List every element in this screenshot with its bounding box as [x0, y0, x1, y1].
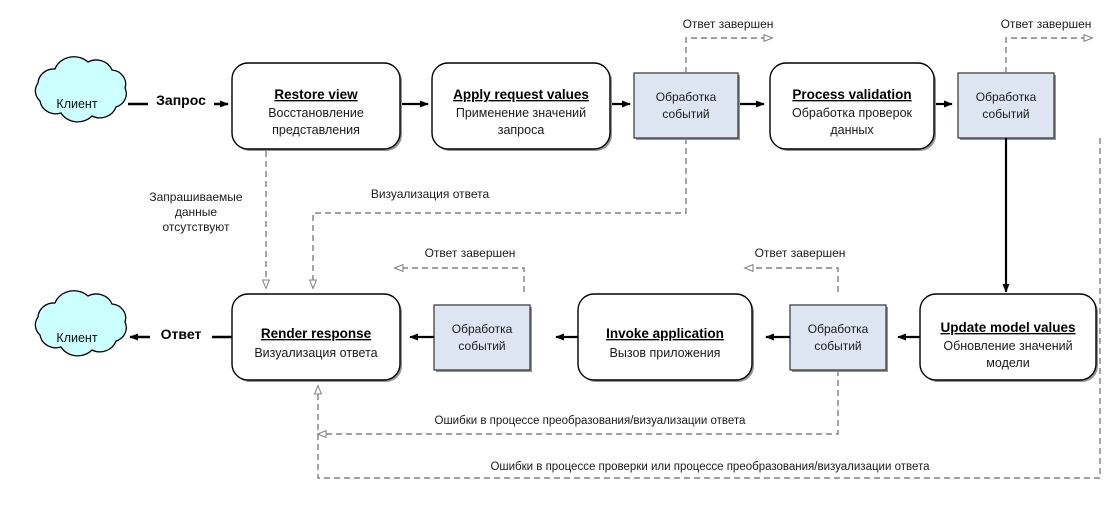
- phase-invoke-application[interactable]: Invoke application Вызов приложения: [577, 293, 754, 382]
- event-box-3-line1: Обработка: [452, 322, 513, 336]
- event-box-1-line2: событий: [662, 107, 709, 121]
- mask-render-errors-label: [366, 411, 814, 427]
- annotation-render-response: Визуализация ответа: [371, 187, 490, 201]
- mask-validation-errors-label: [470, 457, 952, 473]
- phase-process-validation-title: Process validation: [792, 87, 911, 102]
- annotation-response-complete-2: Ответ завершен: [1001, 17, 1092, 31]
- phase-restore-view-title: Restore view: [274, 87, 358, 102]
- phase-invoke-application-title: Invoke application: [606, 326, 724, 341]
- branch-response-complete-3: Ответ завершен: [395, 246, 525, 292]
- phase-invoke-application-ru: Вызов приложения: [610, 346, 721, 360]
- event-box-2-line2: событий: [982, 107, 1029, 121]
- flow-label-response: Ответ: [161, 326, 202, 342]
- label-bg-request: [148, 92, 214, 110]
- phase-restore-view-ru-2: представления: [272, 123, 360, 137]
- label-bg-response: [150, 326, 212, 344]
- event-box-1-line1: Обработка: [656, 90, 717, 104]
- annotation-response-complete-4: Ответ завершен: [755, 246, 846, 260]
- annotation-response-complete-1: Ответ завершен: [683, 17, 774, 31]
- phase-update-model-values-ru-2: модели: [986, 356, 1029, 370]
- annotation-no-data-3: отсутствуют: [163, 220, 230, 234]
- event-box-2[interactable]: Обработка событий: [957, 72, 1056, 140]
- annotation-render-errors-top: Ошибки в процессе преобразования/визуали…: [435, 415, 747, 427]
- cloud-client-response-label: Клиент: [56, 331, 97, 345]
- branch-response-complete-4: Ответ завершен: [745, 246, 845, 292]
- phase-apply-request-values-ru-1: Применение значений: [456, 106, 586, 120]
- phase-process-validation-ru-1: Обработка проверок: [792, 106, 913, 120]
- branch-response-complete-2: Ответ завершен: [1001, 17, 1092, 73]
- phase-process-validation[interactable]: Process validation Обработка проверок да…: [769, 62, 936, 151]
- flow-label-request: Запрос: [156, 92, 206, 108]
- event-box-4-line2: событий: [814, 339, 861, 353]
- cloud-client-request-label: Клиент: [56, 97, 97, 111]
- annotation-no-data-2: данные: [175, 205, 218, 219]
- cloud-client-response: Клиент: [34, 290, 127, 357]
- branch-no-data: Запрашиваемые данные отсутствуют: [149, 151, 266, 288]
- cloud-client-request: Клиент: [34, 56, 127, 123]
- phase-update-model-values[interactable]: Update model values Обновление значений …: [919, 293, 1098, 382]
- phase-update-model-values-ru-1: Обновление значений: [943, 339, 1072, 353]
- phase-render-response-title: Render response: [261, 326, 372, 341]
- annotation-response-complete-3: Ответ завершен: [425, 246, 516, 260]
- annotation-validation-render-errors-top: Ошибки в процессе проверки или процессе …: [490, 461, 930, 473]
- event-box-4-line1: Обработка: [808, 322, 869, 336]
- event-box-4[interactable]: Обработка событий: [789, 304, 888, 372]
- phase-update-model-values-title: Update model values: [940, 320, 1075, 335]
- phase-render-response[interactable]: Render response Визуализация ответа: [231, 293, 402, 382]
- event-box-1[interactable]: Обработка событий: [633, 72, 740, 140]
- phase-apply-request-values-title: Apply request values: [453, 87, 589, 102]
- phase-process-validation-ru-2: данных: [830, 123, 874, 137]
- phase-apply-request-values[interactable]: Apply request values Применение значений…: [431, 62, 612, 151]
- branch-response-complete-1: Ответ завершен: [683, 17, 774, 73]
- phase-apply-request-values-ru-2: запроса: [498, 123, 545, 137]
- event-box-2-line1: Обработка: [976, 90, 1037, 104]
- phase-restore-view-ru-1: Восстановление: [268, 106, 364, 120]
- phase-render-response-ru: Визуализация ответа: [254, 346, 377, 360]
- branch-render-response: Визуализация ответа: [313, 138, 687, 288]
- event-box-3[interactable]: Обработка событий: [433, 304, 532, 372]
- event-box-3-line2: событий: [458, 339, 505, 353]
- phase-restore-view[interactable]: Restore view Восстановление представлени…: [231, 62, 402, 151]
- annotation-no-data-1: Запрашиваемые: [149, 190, 243, 204]
